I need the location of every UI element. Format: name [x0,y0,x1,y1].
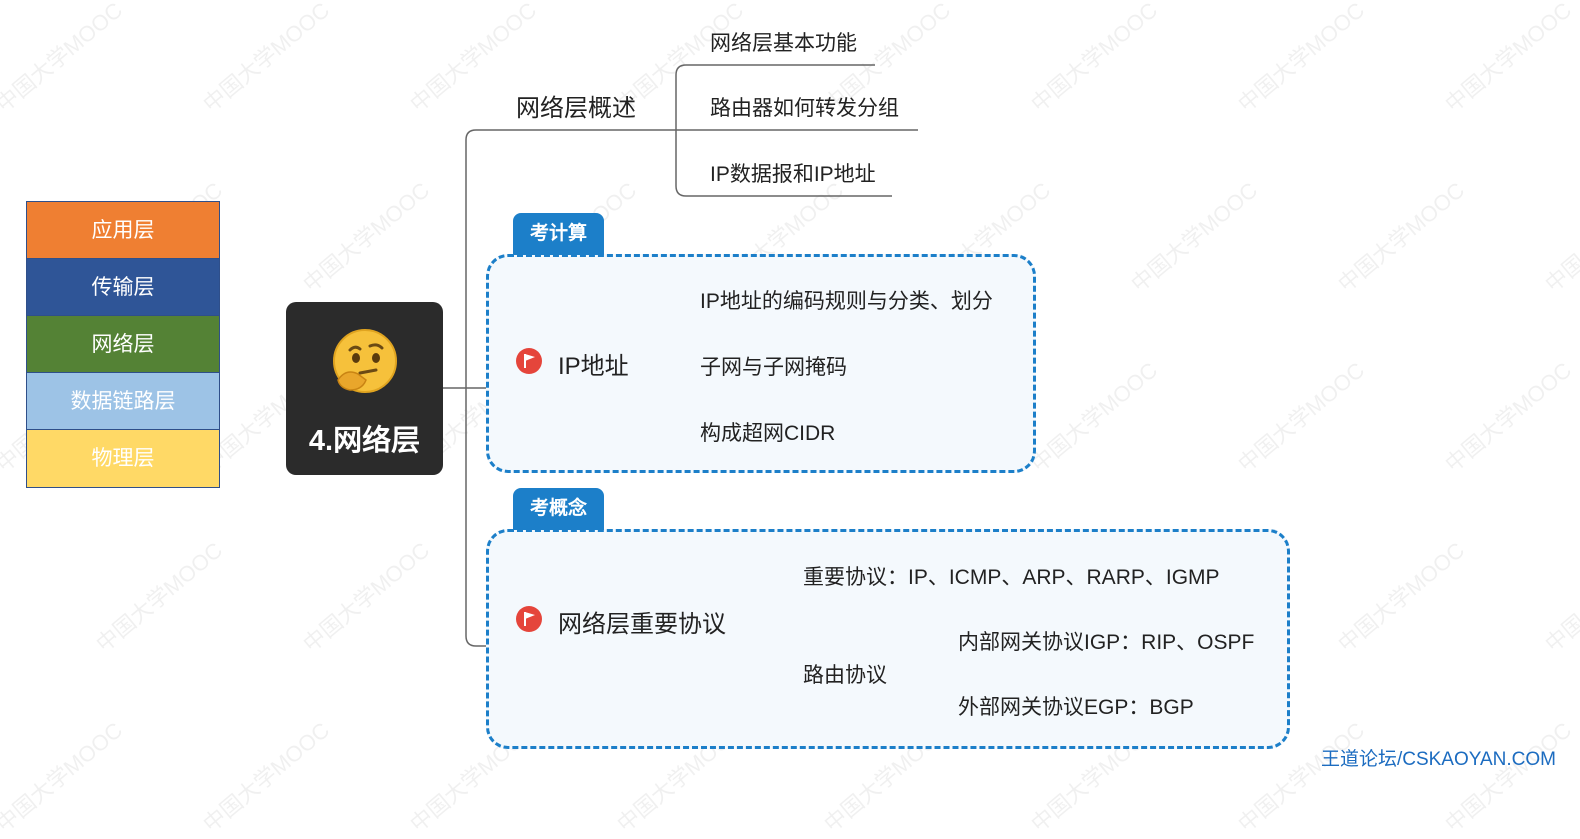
flag-icon [516,348,542,374]
footer-credit: 王道论坛/CSKAOYAN.COM [1320,749,1556,770]
concept-tag: 考概念 [513,488,605,530]
routing-egp: 外部网关协议EGP：BGP [958,696,1194,719]
protocols-label: 网络层重要协议 [558,611,726,638]
layer-physical: 物理层 [27,430,219,487]
overview-label: 网络层概述 [516,95,636,122]
central-topic-title: 4.网络层 [308,425,421,457]
routing-protocols-label: 路由协议 [803,664,887,687]
layer-data-link: 数据链路层 [27,373,219,430]
overview-item-1: 网络层基本功能 [710,32,857,55]
layer-network: 网络层 [27,316,219,373]
protocols-box [486,529,1290,749]
layer-transport: 传输层 [27,259,219,316]
osi-layer-stack: 应用层 传输层 网络层 数据链路层 物理层 [26,201,220,488]
routing-igp: 内部网关协议IGP：RIP、OSPF [958,631,1255,654]
ip-address-label: IP地址 [558,353,629,380]
ip-address-box [486,254,1036,473]
flag-icon [516,606,542,632]
thinking-face-icon [333,329,397,393]
important-protocols: 重要协议：IP、ICMP、ARP、RARP、IGMP [803,566,1220,589]
ip-item-3: 构成超网CIDR [700,422,836,445]
ip-item-1: IP地址的编码规则与分类、划分 [700,290,993,313]
central-topic-node: 4.网络层 [286,302,443,475]
overview-item-3: IP数据报和IP地址 [710,163,876,186]
layer-application: 应用层 [27,202,219,259]
calc-tag: 考计算 [513,213,605,255]
overview-item-2: 路由器如何转发分组 [710,97,899,120]
ip-item-2: 子网与子网掩码 [700,356,847,379]
